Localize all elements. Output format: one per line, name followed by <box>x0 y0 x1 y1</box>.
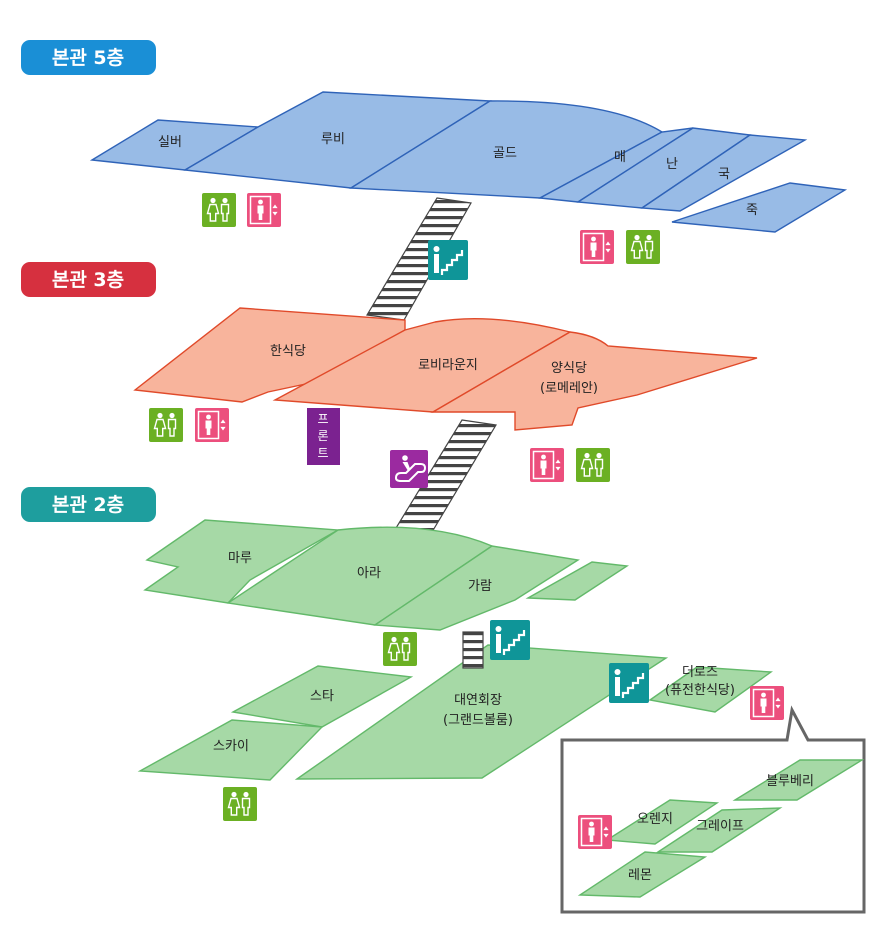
floor-2: 본관 2층 마루 아라 가람 스타 스카이 대연회장 (그랜드볼룸) 더로즈 (… <box>21 487 785 822</box>
stairway-2f-small <box>462 631 484 669</box>
elevator-icon[interactable] <box>749 685 785 721</box>
room-theroz[interactable] <box>648 666 773 713</box>
floor-5-badge-text: 본관 5층 <box>52 47 124 69</box>
elevator-icon <box>529 447 565 483</box>
label-guk: 국 <box>718 167 730 182</box>
label-lobby-lounge: 로비라운지 <box>418 358 478 373</box>
label-theroz-sub: (퓨전한식당) <box>665 683 735 698</box>
label-blueberry: 블루베리 <box>766 774 814 789</box>
label-orange: 오렌지 <box>637 812 673 827</box>
restroom-icon <box>382 631 418 667</box>
label-star: 스타 <box>310 689 334 704</box>
room-lemon[interactable] <box>577 851 708 898</box>
room-star[interactable] <box>230 665 414 728</box>
room-maru[interactable] <box>143 519 341 604</box>
restroom-icon <box>222 786 258 822</box>
room-juk[interactable] <box>671 182 848 233</box>
floor-5: 본관 5층 실버 루비 골드 매 난 국 죽 <box>21 40 848 265</box>
label-nan: 난 <box>666 157 678 172</box>
room-garam[interactable] <box>372 545 580 631</box>
floor-3: 본관 3층 한식당 로비라운지 양식당 (로메레안) 프 론 트 <box>21 262 758 483</box>
room-orange[interactable] <box>604 799 720 845</box>
restroom-icon <box>201 192 237 228</box>
restroom-icon <box>575 447 611 483</box>
stairs-icon <box>607 661 651 705</box>
floor-3-badge-text: 본관 3층 <box>52 269 124 291</box>
label-garam: 가람 <box>468 579 492 594</box>
label-mae: 매 <box>614 150 626 165</box>
room-ballroom[interactable] <box>294 644 669 780</box>
room-grape[interactable] <box>655 807 783 853</box>
room-sky[interactable] <box>137 719 324 781</box>
room-guk[interactable] <box>639 134 808 212</box>
stairs-icon <box>488 618 532 662</box>
label-silver: 실버 <box>158 135 182 150</box>
label-western-restaurant: 양식당 <box>551 361 587 376</box>
front-desk[interactable] <box>307 408 340 465</box>
room-ruby[interactable] <box>182 91 493 189</box>
label-ballroom-sub: (그랜드볼룸) <box>443 713 513 728</box>
restroom-icon <box>148 407 184 443</box>
escalator-icon <box>389 449 429 489</box>
label-gold: 골드 <box>493 146 517 161</box>
label-juk: 죽 <box>746 203 758 218</box>
label-ruby: 루비 <box>321 132 345 147</box>
floor-5-badge <box>21 40 156 75</box>
inset-callout: 블루베리 오렌지 그레이프 레몬 <box>560 705 866 914</box>
room-small-unlabeled[interactable] <box>525 561 630 601</box>
elevator-icon <box>579 229 615 265</box>
label-korean-restaurant: 한식당 <box>270 344 306 359</box>
front-char-2: 론 <box>317 429 328 443</box>
floor-2-badge-text: 본관 2층 <box>52 494 124 516</box>
front-char-3: 트 <box>317 446 328 460</box>
room-blueberry[interactable] <box>732 759 865 801</box>
elevator-icon <box>194 407 230 443</box>
label-ara: 아라 <box>357 566 381 581</box>
label-sky: 스카이 <box>213 739 249 754</box>
label-western-restaurant-sub: (로메레안) <box>540 381 598 396</box>
label-maru: 마루 <box>228 551 252 566</box>
stairs-icon <box>426 238 470 282</box>
label-grape: 그레이프 <box>696 819 744 834</box>
front-char-1: 프 <box>317 412 328 426</box>
floor-2-badge <box>21 487 156 522</box>
elevator-icon <box>577 814 613 850</box>
label-ballroom: 대연회장 <box>454 693 502 708</box>
floor-3-badge <box>21 262 156 297</box>
label-theroz: 더로즈 <box>682 665 718 680</box>
restroom-icon <box>625 229 661 265</box>
elevator-icon <box>246 192 282 228</box>
label-lemon: 레몬 <box>628 868 652 883</box>
room-western-restaurant[interactable] <box>430 331 758 431</box>
